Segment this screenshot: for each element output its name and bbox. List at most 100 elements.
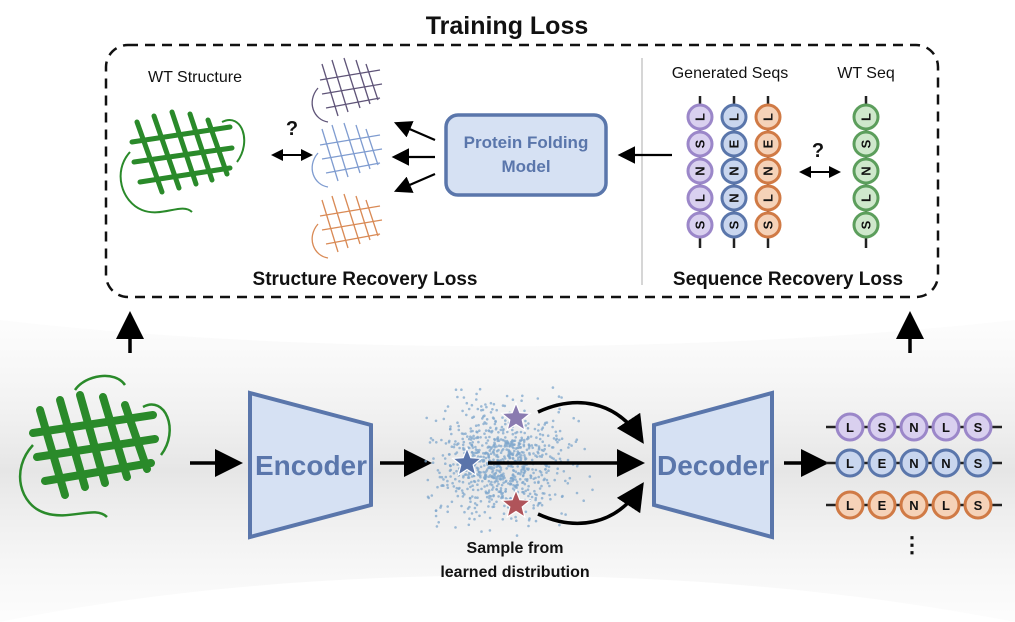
latent-point [447,440,451,444]
latent-point [522,468,526,472]
latent-point [517,443,521,446]
residue-letter: L [846,420,854,435]
latent-point [558,429,562,433]
residue-bead [867,448,897,478]
latent-point [470,475,474,478]
latent-point [479,500,483,503]
latent-point [469,430,473,433]
latent-point [499,444,503,448]
latent-point [490,498,494,501]
latent-point [536,397,540,400]
latent-point [524,419,527,423]
latent-point [439,504,443,508]
latent-point [507,464,510,468]
latent-point [494,419,497,423]
latent-point [467,476,471,479]
latent-point [485,484,489,487]
latent-point [527,422,530,425]
latent-point [455,451,459,454]
residue-letter: S [974,456,983,471]
latent-point [469,500,472,504]
input-protein-structure-icon [18,374,171,518]
residue-bead [720,103,748,131]
latent-point [532,506,535,510]
latent-point [476,449,479,452]
latent-point [535,493,538,497]
structure-recovery-loss-label: Structure Recovery Loss [253,269,478,290]
latent-point [504,487,508,491]
latent-point [471,446,475,449]
residue-letter: L [761,113,776,121]
latent-point [441,484,444,487]
latent-point [543,477,546,481]
latent-point [457,428,461,432]
latent-point [558,438,561,442]
latent-point [468,517,471,520]
latent-point [499,468,503,472]
latent-point [527,437,530,440]
more-sequences-ellipsis: ⋮ [901,532,923,557]
residue-bead [963,490,993,520]
latent-point [503,457,507,460]
latent-point [444,409,447,413]
latent-point [528,492,532,496]
latent-point [511,487,515,490]
residue-letter: N [909,420,918,435]
latent-point [511,465,514,469]
residue-bead [963,412,993,442]
residue-letter: L [693,194,708,202]
latent-point [497,490,501,494]
latent-point [465,401,469,405]
residue-letter: S [727,220,742,229]
latent-point [435,525,439,528]
latent-point [541,433,545,437]
latent-point [511,398,515,402]
star-purple-icon [500,401,532,432]
latent-point [484,456,488,460]
latent-point [489,447,493,451]
latent-point [537,502,541,505]
latent-point [511,452,515,455]
latent-point [446,483,449,487]
latent-point [474,496,477,499]
latent-point [495,437,499,441]
latent-point [488,497,491,500]
residue-bead [754,157,782,185]
latent-point [455,443,459,446]
latent-point [533,489,536,493]
latent-point [484,490,488,494]
latent-point [488,516,492,520]
residue-letter: L [761,194,776,202]
latent-point [564,513,567,516]
residue-bead [686,103,714,131]
latent-point [520,450,524,454]
latent-point [448,464,452,467]
residue-letter: E [878,498,887,513]
latent-point [485,405,488,409]
latent-point [546,434,550,438]
latent-point [454,477,457,481]
latent-point [532,452,535,455]
latent-point [575,438,579,442]
latent-point [504,422,507,426]
latent-point [491,450,495,454]
latent-point [523,431,526,435]
latent-point [543,423,546,426]
latent-point [497,464,501,467]
latent-point [551,425,554,429]
generated-seqs-label: Generated Seqs [672,65,789,82]
latent-point [464,473,467,476]
residue-bead [686,130,714,158]
latent-point [438,471,441,475]
latent-point [446,405,450,408]
latent-point [514,486,517,489]
latent-point [502,472,505,476]
latent-point [538,487,542,490]
latent-point [444,462,447,466]
latent-point [512,443,516,447]
latent-point [487,466,491,470]
latent-point [499,487,503,490]
latent-point [456,395,459,399]
latent-point [537,429,540,432]
latent-point [501,476,505,479]
